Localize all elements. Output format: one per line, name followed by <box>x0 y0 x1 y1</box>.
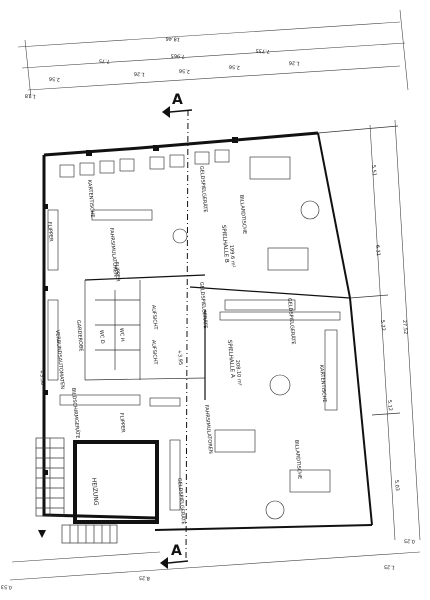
label-wc-h: WC H <box>118 328 125 342</box>
dim-top-total: 18.46 <box>165 35 180 42</box>
label-verbund: VERBUNDSAUTOMATEN <box>54 330 65 390</box>
label-karten-right: KARTENTISCHE <box>318 365 327 403</box>
label-area-b: 199.6 m² <box>228 245 236 268</box>
section-label-bottom: A <box>171 543 182 559</box>
label-aufsicht-2: AUFSICHT <box>150 340 158 366</box>
dim-right-4: 27.52 <box>401 320 408 335</box>
dim-bottom-2: 8.25 <box>139 574 151 581</box>
slot-machines <box>59 209 341 407</box>
label-level: +3.50 <box>38 370 45 386</box>
dim-small-3: 2.56 <box>179 67 191 74</box>
interior-partitions <box>84 274 351 400</box>
label-geldspiel-right: GELDSPIELGERÄTE <box>286 298 297 345</box>
structural-columns <box>43 137 238 475</box>
dim-right-1: 5.51 <box>370 165 377 177</box>
label-area-a: 208.10 m² <box>234 360 242 386</box>
card-tables-top <box>59 149 230 178</box>
dim-top-inner-3: 7.735 <box>255 47 270 54</box>
label-heizung: HEIZUNG <box>90 478 99 507</box>
dim-small-1: 2.56 <box>49 75 61 82</box>
dim-small-2: 1.26 <box>134 70 146 77</box>
label-fahrsim-top: FAHRSIMULATOREN <box>108 228 118 278</box>
label-level-2: +3.95 <box>176 350 183 366</box>
label-flipper-low: FLIPPER <box>118 413 126 434</box>
label-spielhalle-b: SPIELHALLE B <box>220 225 229 264</box>
label-geldspiel-mid: GELDSPIELGERÄTE <box>198 282 209 329</box>
heating-room <box>73 440 159 524</box>
wall-machines-left <box>47 209 181 511</box>
label-flipper-left: FLIPPER <box>46 222 54 243</box>
top-dimension-lines <box>17 9 409 99</box>
label-fahrsim-low: FAHRSIMULATOREN <box>203 405 213 455</box>
label-wc-d: WC D <box>98 330 105 344</box>
exterior-walls <box>42 125 401 531</box>
bottom-dimension-line <box>9 551 421 581</box>
label-billard-top: BILLARDTISCHE <box>238 195 247 235</box>
dim-small-4: 2.56 <box>229 63 241 70</box>
dim-right-bottom: 0.25 <box>404 537 416 544</box>
label-aufsicht-1: AUFSICHT <box>150 305 158 331</box>
right-dimension-line <box>369 119 421 541</box>
dim-right-5: 5.12 <box>386 400 393 412</box>
dim-right-3: 5.22 <box>379 320 386 332</box>
label-bildschirm: BILDSCHIRMGERÄTE <box>70 388 81 439</box>
section-line-a <box>160 106 193 569</box>
dim-small-5: 1.26 <box>289 59 301 66</box>
entrance-steps <box>61 524 118 544</box>
round-tables <box>172 200 320 520</box>
dim-top-inner-1: 7.75 <box>99 57 111 64</box>
section-label-top: A <box>172 92 183 108</box>
dim-bottom-3: 1.25 <box>384 563 396 570</box>
label-geld-bottom: GELDSPIELGERÄTE <box>176 478 187 525</box>
label-spielhalle-a: SPIELHALLE A <box>226 340 235 379</box>
label-garderobe: GARDEROBE <box>75 320 84 352</box>
entrance-arrow-icon <box>38 530 46 538</box>
dim-right-6: 5.03 <box>393 480 400 492</box>
billiard-tables <box>214 156 331 493</box>
dim-left-top: 1.18 <box>25 92 37 99</box>
dim-right-2: 6.31 <box>374 245 381 257</box>
staircase <box>35 437 65 517</box>
label-kartentische-top: KARTENTISCHE <box>86 180 95 218</box>
label-flipper-mid: FLIPPER <box>113 262 121 283</box>
dim-bottom-1: 0.53 <box>1 583 13 590</box>
label-geldspiel-top: GELDSPIELGERÄTE <box>198 166 209 213</box>
dim-top-inner-2: 7.965 <box>170 52 185 59</box>
label-billard-low: BILLARDTISCHE <box>293 440 302 480</box>
card-tables-right <box>224 299 338 411</box>
